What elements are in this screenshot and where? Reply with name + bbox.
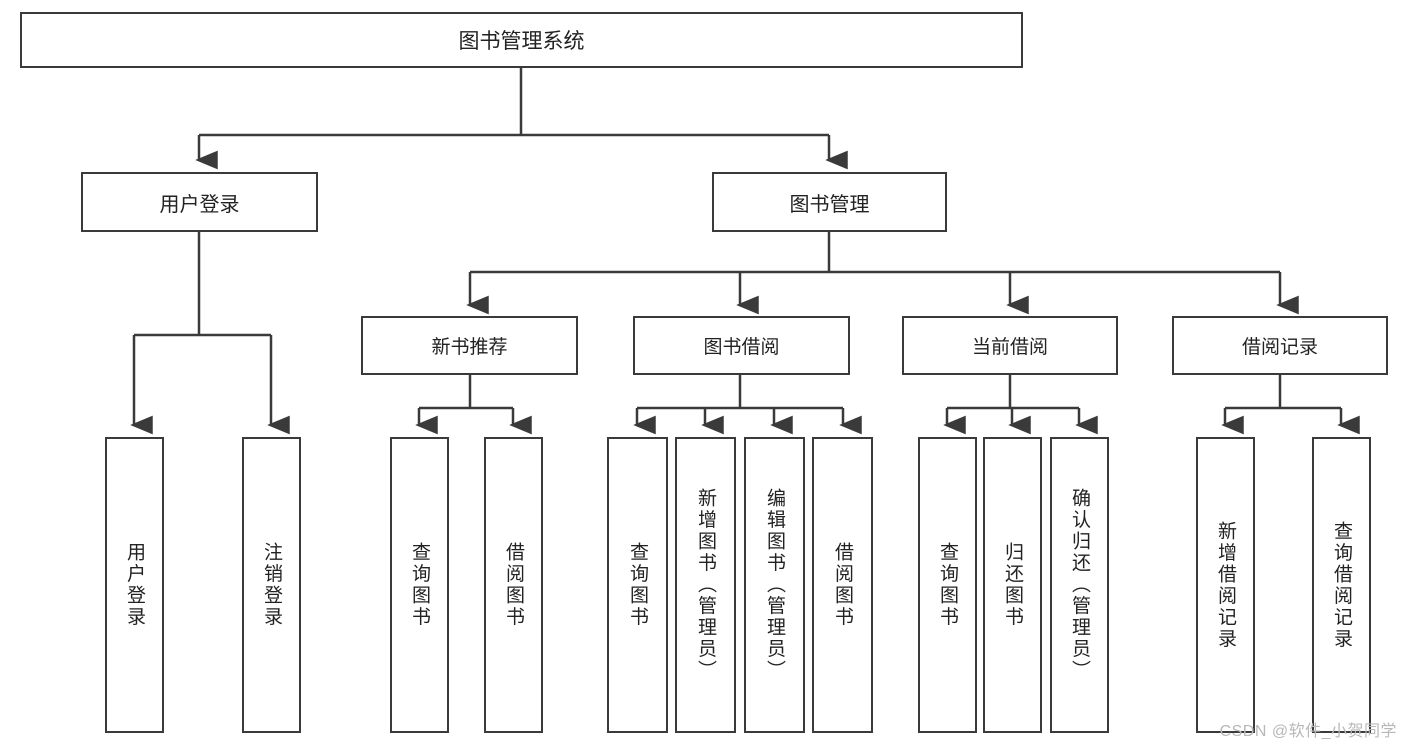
node-leaf-query-book-1[interactable]: 查询图书 [390, 437, 449, 733]
node-leaf-user-login-label: 用户登录 [124, 542, 145, 628]
node-leaf-return-book-label: 归还图书 [1002, 542, 1023, 628]
node-leaf-query-book-2-label: 查询图书 [627, 542, 648, 628]
node-leaf-borrow-book-1-label: 借阅图书 [503, 542, 524, 628]
node-leaf-edit-book[interactable]: 编辑图书（管理员） [744, 437, 805, 733]
node-user-login-label: 用户登录 [159, 193, 240, 216]
node-borrow-record-label: 借阅记录 [1241, 337, 1318, 358]
watermark-text: CSDN @软件_小贺同学 [1219, 723, 1397, 740]
node-leaf-borrow-book-2-label: 借阅图书 [832, 542, 853, 628]
node-leaf-return-book[interactable]: 归还图书 [983, 437, 1042, 733]
node-leaf-confirm-return[interactable]: 确认归还（管理员） [1050, 437, 1109, 733]
node-leaf-add-record[interactable]: 新增借阅记录 [1196, 437, 1255, 733]
node-new-book-recommend-label: 新书推荐 [431, 337, 508, 358]
node-borrow-record[interactable]: 借阅记录 [1172, 316, 1388, 375]
node-leaf-add-book-label: 新增图书（管理员） [695, 488, 716, 682]
node-leaf-user-login[interactable]: 用户登录 [105, 437, 164, 733]
node-book-management-label: 图书管理 [789, 193, 870, 216]
node-book-borrow-label: 图书借阅 [703, 337, 780, 358]
node-leaf-query-book-3-label: 查询图书 [937, 542, 958, 628]
node-leaf-user-logout[interactable]: 注销登录 [242, 437, 301, 733]
node-new-book-recommend[interactable]: 新书推荐 [361, 316, 578, 375]
node-leaf-query-book-3[interactable]: 查询图书 [918, 437, 977, 733]
node-user-login[interactable]: 用户登录 [81, 172, 318, 232]
node-leaf-borrow-book-1[interactable]: 借阅图书 [484, 437, 543, 733]
node-leaf-query-book-2[interactable]: 查询图书 [607, 437, 668, 733]
node-leaf-borrow-book-2[interactable]: 借阅图书 [812, 437, 873, 733]
node-book-management[interactable]: 图书管理 [712, 172, 947, 232]
node-leaf-add-record-label: 新增借阅记录 [1215, 520, 1236, 650]
node-leaf-query-record-label: 查询借阅记录 [1331, 520, 1352, 650]
node-leaf-query-record[interactable]: 查询借阅记录 [1312, 437, 1371, 733]
node-leaf-add-book[interactable]: 新增图书（管理员） [675, 437, 736, 733]
node-leaf-confirm-return-label: 确认归还（管理员） [1069, 488, 1090, 682]
node-leaf-edit-book-label: 编辑图书（管理员） [764, 488, 785, 682]
node-leaf-user-logout-label: 注销登录 [261, 542, 282, 628]
node-current-borrow[interactable]: 当前借阅 [902, 316, 1118, 375]
node-root-label: 图书管理系统 [458, 30, 585, 53]
node-current-borrow-label: 当前借阅 [971, 337, 1048, 358]
node-leaf-query-book-1-label: 查询图书 [409, 542, 430, 628]
node-book-borrow[interactable]: 图书借阅 [633, 316, 850, 375]
node-root[interactable]: 图书管理系统 [20, 12, 1023, 68]
